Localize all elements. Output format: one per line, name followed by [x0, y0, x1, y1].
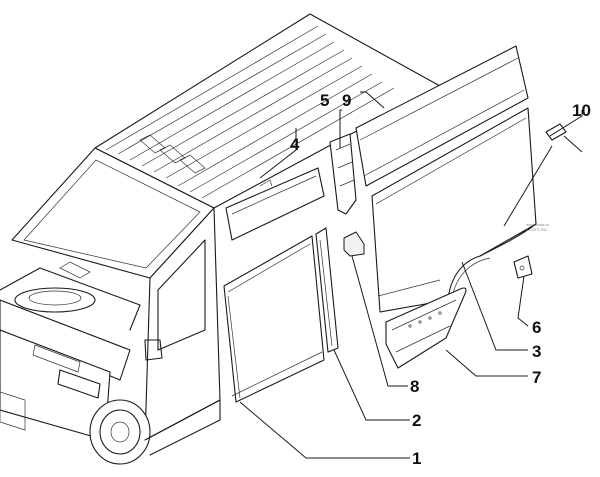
callout-7: 7 [532, 368, 541, 387]
callout-9: 9 [342, 91, 351, 110]
pillar-strip-2 [315, 227, 339, 353]
small-bracket-6 [513, 255, 533, 279]
callout-1: 1 [412, 449, 421, 468]
callout-3: 3 [532, 342, 541, 361]
svg-text:www.ilcats.ru: www.ilcats.ru [526, 222, 549, 227]
upper-trim-4 [225, 167, 325, 241]
callout-5: 5 [320, 91, 329, 110]
sill-panel-7 [385, 287, 467, 369]
side-panel-1 [223, 235, 325, 403]
leader-lines [239, 91, 583, 459]
van-illustration [0, 13, 441, 465]
svg-text:ILCATS.RU: ILCATS.RU [526, 227, 547, 232]
bracket-5 [329, 133, 357, 215]
upper-panel-9 [355, 45, 529, 187]
callout-10: 10 [572, 101, 591, 120]
callout-8: 8 [410, 377, 419, 396]
callout-labels: 1 2 3 4 5 6 7 8 9 10 [290, 91, 591, 468]
callout-2: 2 [412, 411, 421, 430]
callout-6: 6 [532, 318, 541, 337]
callout-4: 4 [290, 135, 300, 154]
small-block-8 [343, 231, 365, 257]
